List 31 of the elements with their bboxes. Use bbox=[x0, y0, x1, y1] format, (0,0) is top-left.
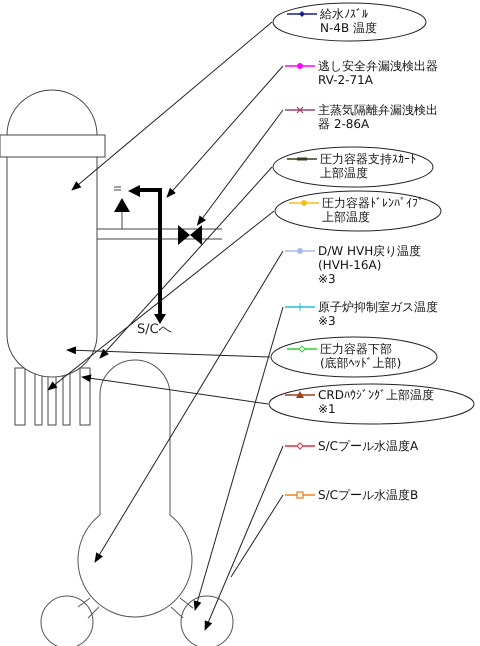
leader-line bbox=[194, 306, 284, 611]
leader-line bbox=[230, 494, 284, 578]
sensor-label: 原子炉抑制室ガス温度 bbox=[318, 300, 438, 314]
leader-line bbox=[166, 66, 284, 198]
sensor-label: 圧力容器ﾄﾞﾚﾝﾊﾟｲﾌﾟ上部温度 bbox=[322, 196, 425, 224]
footnote-mark: ※1 bbox=[318, 402, 336, 416]
callout-ellipse bbox=[272, 2, 427, 42]
leader-line bbox=[94, 250, 284, 563]
leader-line bbox=[71, 22, 272, 191]
sensor-label: 給水ﾉｽﾞﾙ N-4B 温度 bbox=[320, 7, 378, 35]
footnote-mark: ※3 bbox=[318, 272, 336, 286]
leader-line bbox=[81, 374, 268, 404]
callout-ellipse bbox=[274, 190, 442, 232]
sensor-label: 圧力容器支持ｽｶｰﾄ上部温度 bbox=[320, 152, 416, 180]
footnote-mark: ※3 bbox=[318, 314, 336, 328]
sensor-label: D/W HVH戻り温度 (HVH-16A) bbox=[318, 244, 422, 272]
leader-line bbox=[196, 110, 284, 226]
sensor-label: 圧力容器下部 (底部ﾍｯﾄﾞ上部) bbox=[320, 342, 402, 370]
sensor-label: 主蒸気隔離弁漏洩検出器 2-86A bbox=[318, 103, 439, 131]
leader-line bbox=[47, 210, 274, 391]
callout-ellipse bbox=[270, 336, 438, 378]
sensor-label: S/Cプール水温度A bbox=[318, 439, 418, 453]
callout-ellipse bbox=[268, 383, 475, 425]
sensor-label: S/Cプール水温度B bbox=[318, 488, 418, 502]
callout-ellipse bbox=[272, 146, 434, 188]
sensor-label: 逃し安全弁漏洩検出器 RV-2-71A bbox=[318, 59, 439, 87]
sensor-label: CRDﾊｳｼﾞﾝｸﾞ上部温度 bbox=[318, 388, 434, 402]
leader-line bbox=[99, 166, 272, 359]
destination-label: S/Cへ bbox=[137, 321, 172, 338]
leader-line bbox=[66, 346, 270, 358]
leader-line bbox=[204, 446, 284, 631]
